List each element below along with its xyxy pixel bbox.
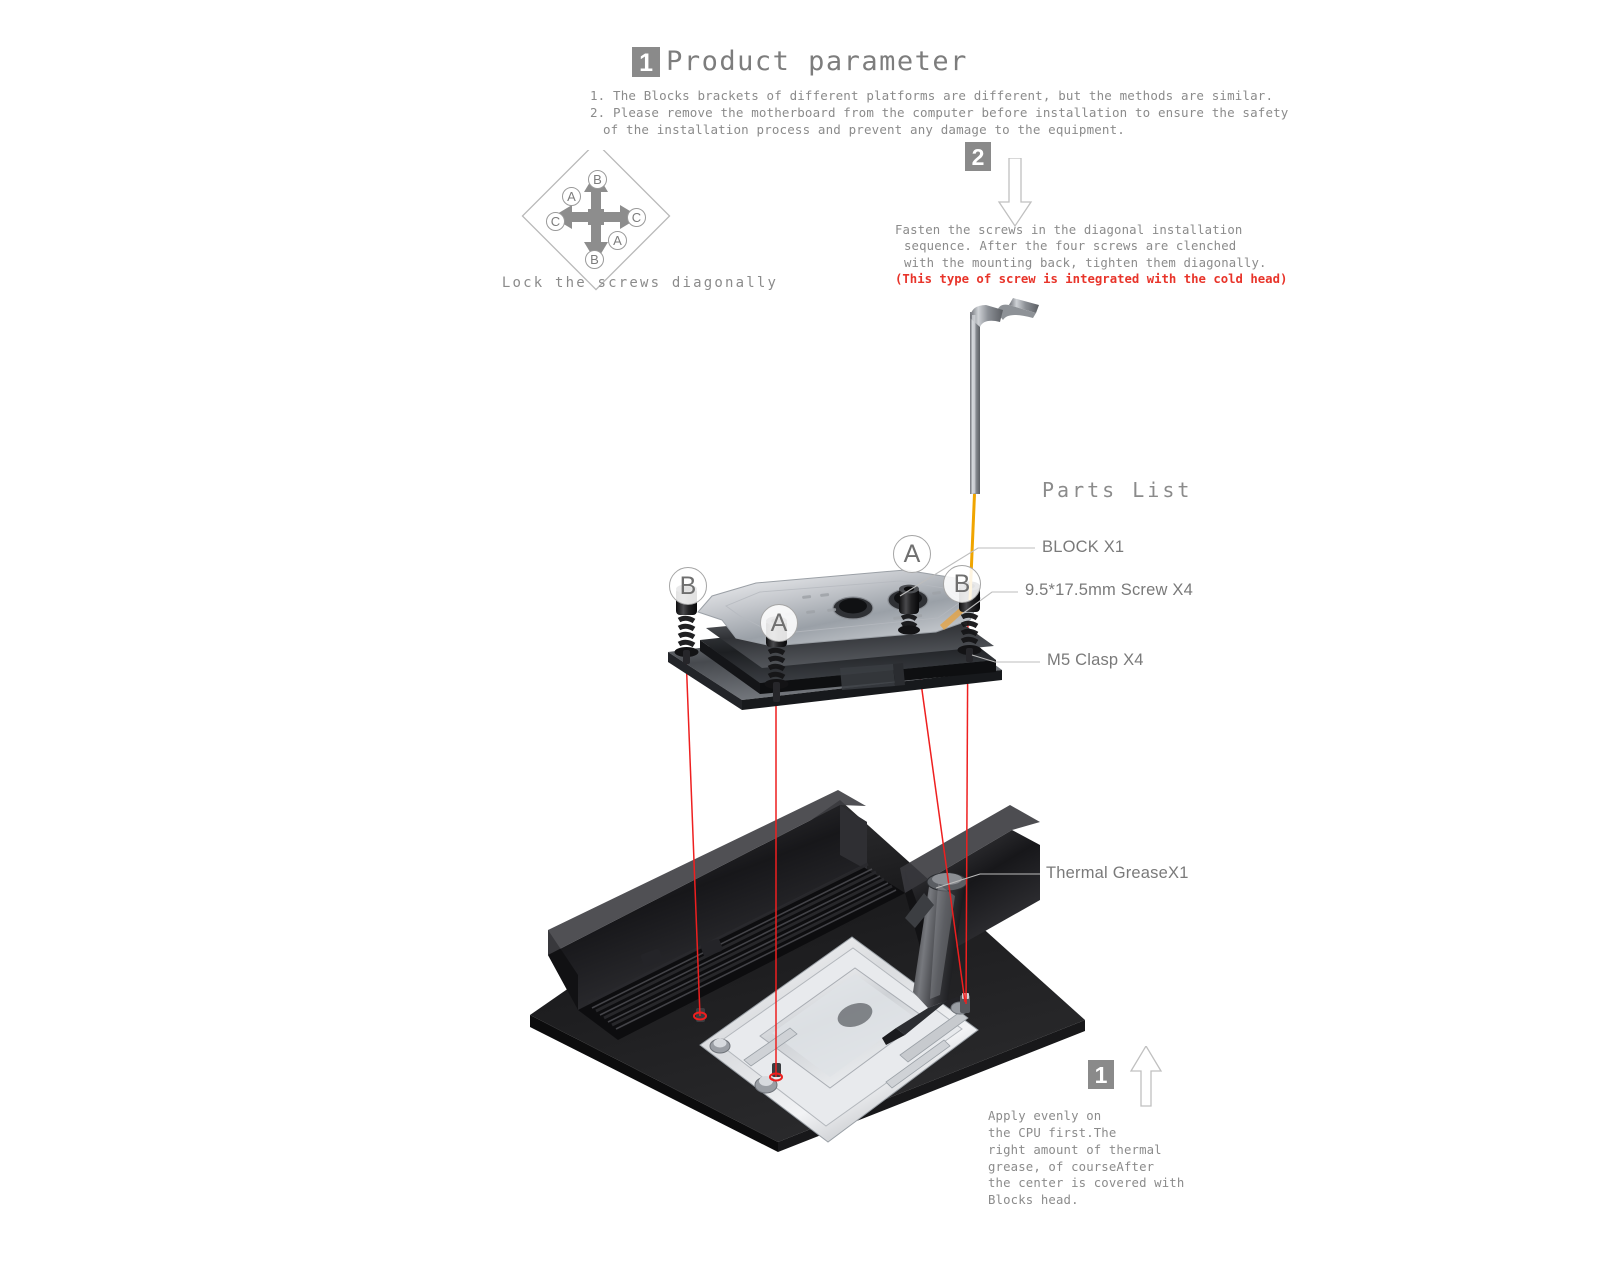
step1-line-5: the center is covered with [988,1176,1185,1191]
callout-b-right-screw: B [943,565,981,603]
intro-line-3: of the installation process and prevent … [603,121,1125,137]
cpu-socket [699,936,979,1143]
step1-line-2: the CPU first.The [988,1125,1117,1140]
step1-instructions: Apply evenly on the CPU first.The right … [988,1108,1218,1209]
marker-a-upper-left: A [562,187,581,206]
callout-a-front-left-screw: A [760,604,798,642]
heatsink-fins [578,862,905,1040]
alignment-lines [685,605,969,1077]
step1-line-6: Blocks head. [988,1193,1079,1208]
step-badge-1-bottom: 1 [1088,1060,1114,1089]
spring-screws [674,581,982,702]
intro-line-1: 1. The Blocks brackets of different plat… [590,88,1274,103]
step1-line-1: Apply evenly on [988,1109,1102,1123]
parts-item-grease: Thermal GreaseX1 [1046,864,1189,882]
arrow-up-icon [1128,1046,1164,1108]
parts-item-clasp: M5 Clasp X4 [1047,651,1144,669]
step1-line-3: right amount of thermal [988,1142,1162,1157]
step-badge-2: 2 [965,142,991,171]
step2-instructions: Fasten the screws in the diagonal instal… [895,222,1288,288]
motherboard-group [530,790,1085,1152]
intro-line-2: 2. Please remove the motherboard from th… [590,104,1289,120]
parts-item-screw: 9.5*17.5mm Screw X4 [1025,581,1193,599]
intro-notes: 1. The Blocks brackets of different plat… [590,88,1289,139]
step2-line-1: Fasten the screws in the diagonal instal… [895,223,1243,237]
step1-line-4: grease, of courseAfter [988,1159,1155,1174]
page-title: 1 Product parameter [0,46,1600,77]
m5-clasps [696,993,970,1077]
diagonal-diagram-caption: Lock the screws diagonally [501,275,779,291]
hex-key [968,298,1039,601]
marker-c-right: C [627,208,646,227]
parts-item-block: BLOCK X1 [1042,538,1125,556]
callout-a-rear-right-screw: A [893,535,931,573]
step-badge-1: 1 [632,46,661,77]
marker-b-top: B [588,170,607,189]
parts-list-title: Parts List [1042,478,1193,502]
marker-b-bottom: B [585,250,604,269]
arrow-down-icon [997,158,1033,228]
step2-note: (This type of screw is integrated with t… [895,272,1288,287]
marker-a-lower-right: A [608,231,627,250]
marker-c-left: C [546,212,565,231]
diagonal-sequence-diagram: B A C C A B [500,150,770,310]
thermal-grease-tube [882,872,968,1045]
step2-line-3: with the mounting back, tighten them dia… [904,255,1267,270]
callout-b-left-screw: B [669,567,707,605]
page-title-text: Product parameter [666,46,968,77]
step2-line-2: sequence. After the four screws are clen… [904,239,1237,254]
